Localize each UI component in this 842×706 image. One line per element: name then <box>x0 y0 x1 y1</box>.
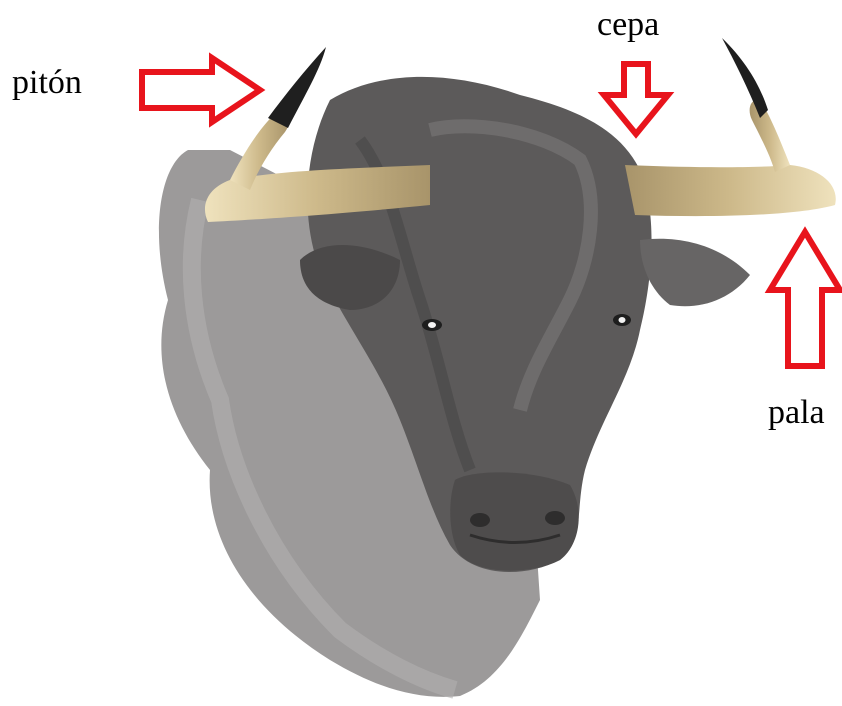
left-horn-tip <box>268 47 326 128</box>
arrow-piton <box>142 58 260 122</box>
label-pala: pala <box>768 396 825 430</box>
arrow-pala <box>770 232 840 366</box>
label-cepa: cepa <box>597 8 659 42</box>
right-horn-tip <box>722 38 768 118</box>
right-horn <box>625 165 836 216</box>
right-ear <box>640 239 750 306</box>
arrow-cepa <box>604 64 668 134</box>
label-piton: pitón <box>12 66 82 100</box>
